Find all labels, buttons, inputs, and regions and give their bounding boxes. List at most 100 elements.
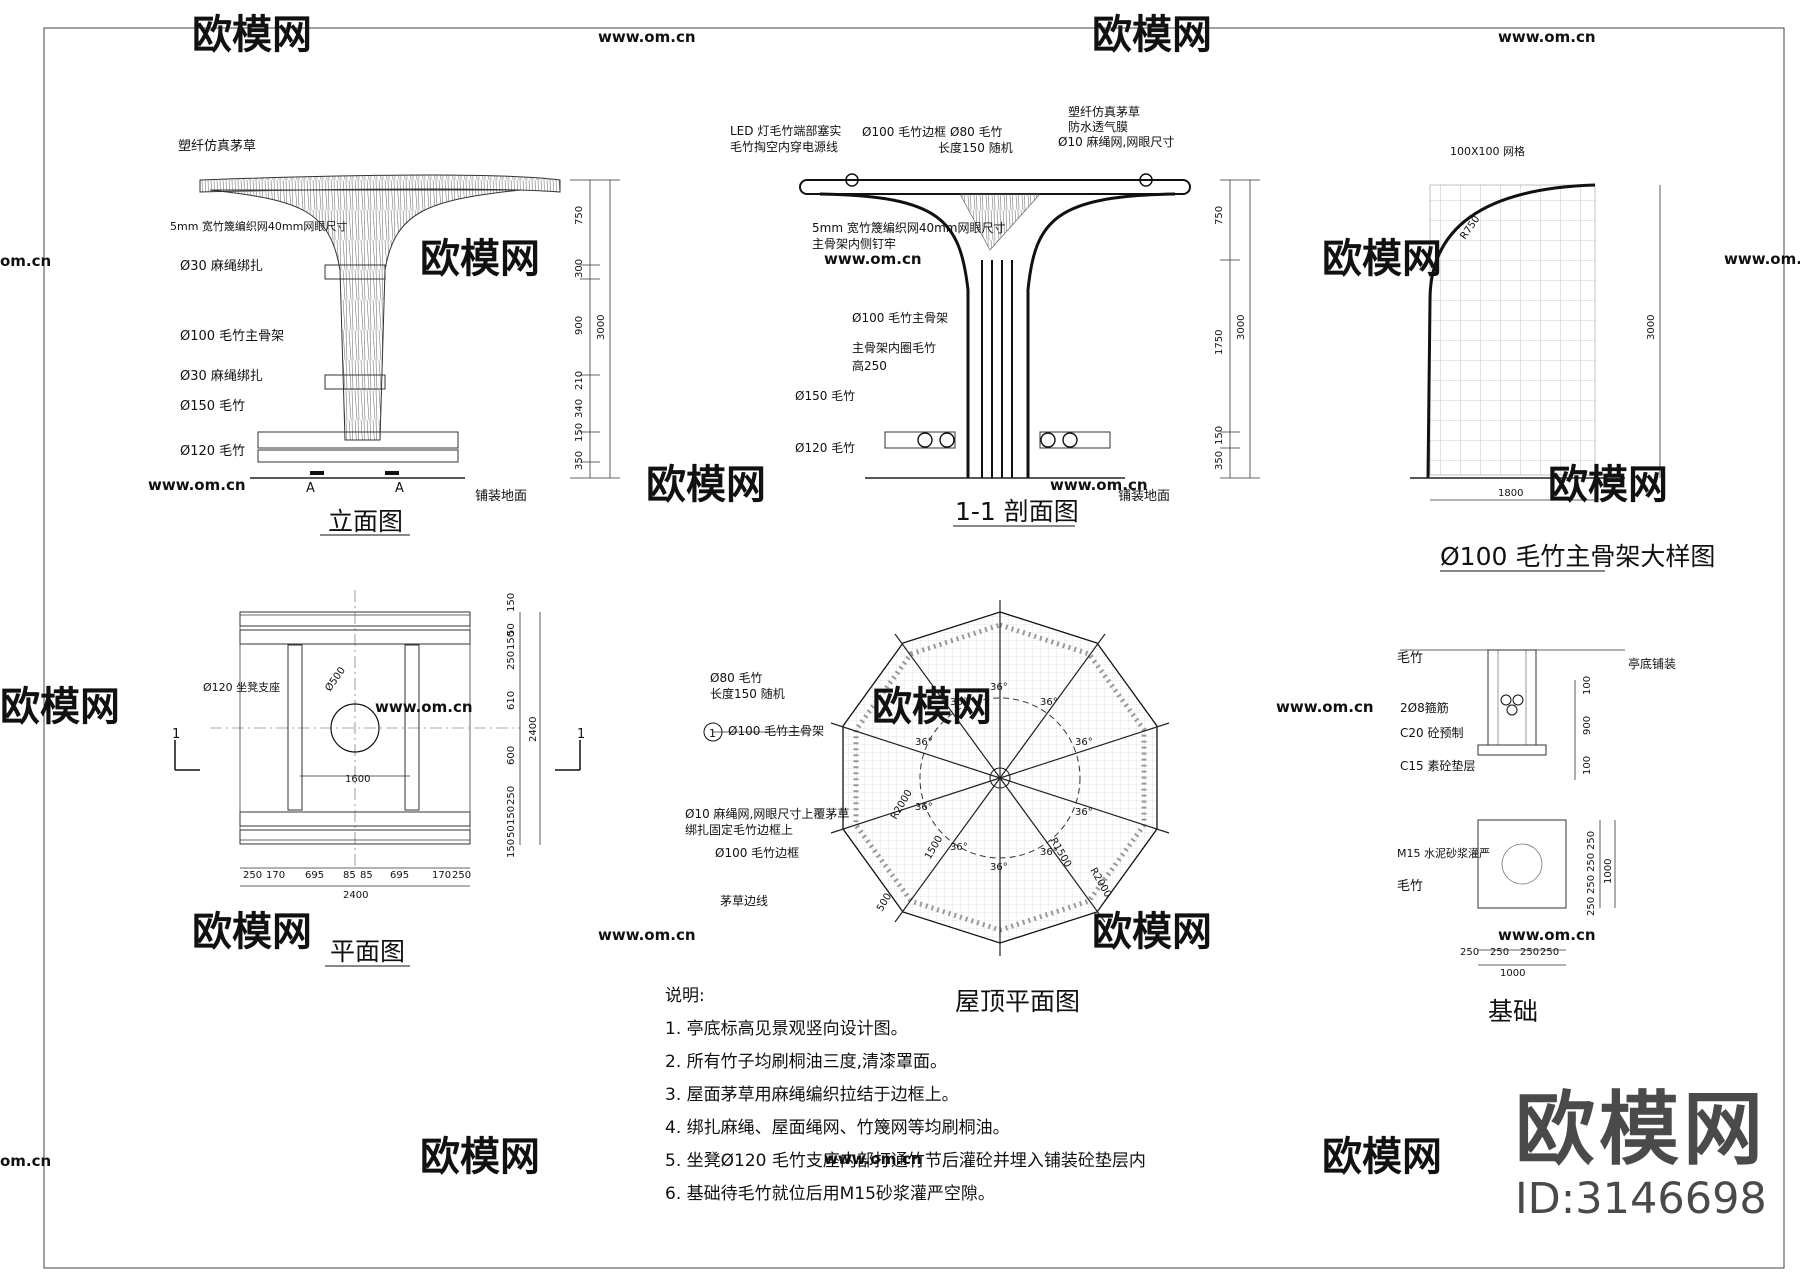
roof-angle-8: 36° (915, 802, 933, 813)
elevation-dim-300: 300 (574, 259, 585, 278)
plan-bottom-dim-6: 170 (432, 870, 451, 881)
roof-angle-5: 36° (1040, 847, 1058, 858)
watermark-partial-url-2: om.cn (0, 1152, 51, 1170)
elevation-dim-750: 750 (574, 206, 585, 225)
plan-side-dim-2: 150 (506, 631, 517, 650)
roof-label-random: 长度150 随机 (710, 686, 785, 701)
watermark-url-7: www.om.cn (375, 698, 473, 716)
foundation-label-bamboo-plan: 毛竹 (1397, 879, 1423, 894)
watermark-brand-5: 欧模网 (646, 462, 766, 508)
foundation-plan-dim-v-2: 250 (1586, 875, 1597, 894)
foundation-view: 毛竹 2Ø8箍筋 C20 砼预制 C15 素砼垫层 亭底铺装 100 900 1… (1397, 649, 1676, 1026)
plan-side-dim-1: 50 (506, 623, 517, 636)
watermark-url-6: www.om.cn (1050, 476, 1148, 494)
section-label-led: LED 灯毛竹端部塞实 (730, 123, 841, 138)
foundation-dim-100-top: 100 (1582, 676, 1593, 695)
foundation-label-mortar: M15 水泥砂浆灌严 (1397, 846, 1490, 860)
plan-bottom-dim-0: 250 (243, 870, 262, 881)
foundation-label-bamboo: 毛竹 (1397, 651, 1423, 666)
plan-bottom-dim-7: 250 (452, 870, 471, 881)
plan-title: 平面图 (330, 937, 405, 966)
roof-label-thatch-edge: 茅草边线 (720, 894, 768, 908)
elevation-mark-a-left: A (306, 481, 315, 496)
section-label-bamboo-80: Ø80 毛竹 (950, 125, 1003, 139)
roof-angle-9: 36° (915, 737, 933, 748)
watermark-url-10: www.om.cn (1498, 926, 1596, 944)
plan-bottom-dim-5: 695 (390, 870, 409, 881)
roof-section-mark: 1 (709, 727, 716, 740)
elevation-dim-350: 350 (574, 451, 585, 470)
model-id: ID:3146698 (1515, 1174, 1767, 1224)
plan-side-total: 2400 (528, 717, 539, 742)
elevation-label-thatch: 塑纤仿真茅草 (178, 139, 256, 154)
watermark-url-8: www.om.cn (1276, 698, 1374, 716)
note-item-2: 2. 所有竹子均刷桐油三度,清漆罩面。 (665, 1052, 948, 1072)
elevation-ground: 铺装地面 (475, 489, 527, 504)
plan-side-dim-4: 610 (506, 691, 517, 710)
foundation-plan-total-v: 1000 (1603, 859, 1614, 884)
roof-label-rope-net: Ø10 麻绳网,网眼尺寸上覆茅草 (685, 806, 849, 821)
section-dim-750: 750 (1214, 206, 1225, 225)
section-label-bamboo-150: Ø150 毛竹 (795, 389, 855, 403)
roof-plan-view: 1 Ø80 毛竹 长度150 随机 Ø100 毛竹主骨架 Ø10 麻绳网,网眼尺… (685, 600, 1170, 1016)
section-label-thatch: 塑纤仿真茅草 (1068, 104, 1140, 119)
watermark-brand-10: 欧模网 (1092, 909, 1212, 955)
elevation-label-bamboo-150: Ø150 毛竹 (180, 399, 245, 414)
watermark-url-3: www.om.cn (824, 250, 922, 268)
note-item-1: 1. 亭底标高见景观竖向设计图。 (665, 1019, 908, 1039)
section-label-random: 长度150 随机 (938, 140, 1013, 155)
section-label-nail: 主骨架内侧钉牢 (812, 236, 896, 251)
plan-section-mark-left: 1 (172, 727, 180, 742)
plan-side-dim-6: 250 (506, 786, 517, 805)
elevation-title: 立面图 (328, 507, 403, 536)
roof-angle-3: 36° (1075, 737, 1093, 748)
detail-grid-label: 100X100 网格 (1450, 144, 1525, 158)
plan-side-dim-7: 150 (506, 806, 517, 825)
section-label-height: 高250 (852, 358, 887, 373)
plan-side-dim-3: 250 (506, 651, 517, 670)
detail-title: Ø100 毛竹主骨架大样图 (1440, 542, 1715, 571)
watermark-url-11: www.om.cn (824, 1150, 922, 1168)
elevation-label-rope-bottom: Ø30 麻绳绑扎 (180, 369, 263, 384)
watermark-brand-1: 欧模网 (192, 12, 312, 58)
roof-label-edge-frame: Ø100 毛竹边框 (715, 846, 799, 860)
foundation-plan-dim-h-1: 250 (1490, 947, 1509, 958)
section-label-main-frame: Ø100 毛竹主骨架 (852, 311, 948, 325)
notes-heading: 说明: (665, 986, 705, 1006)
section-label-rope-net: Ø10 麻绳网,网眼尺寸 (1058, 134, 1174, 149)
elevation-dim-total: 3000 (596, 315, 607, 340)
section-label-bamboo-120: Ø120 毛竹 (795, 441, 855, 455)
brand-name: 欧模网 (1515, 1083, 1767, 1176)
watermark-brand-12: 欧模网 (1322, 1134, 1442, 1180)
elevation-label-rope-top: Ø30 麻绳绑扎 (180, 259, 263, 274)
foundation-dim-900: 900 (1582, 716, 1593, 735)
plan-bottom-dim-1: 170 (266, 870, 285, 881)
plan-bottom-total: 2400 (343, 890, 368, 901)
foundation-plan-dim-h-0: 250 (1460, 947, 1479, 958)
note-item-4: 4. 绑扎麻绳、屋面绳网、竹篾网等均刷桐油。 (665, 1118, 1010, 1138)
watermark-brand-4: 欧模网 (1322, 236, 1442, 282)
roof-angle-10: 36° (950, 697, 968, 708)
plan-bottom-dim-2: 695 (305, 870, 324, 881)
foundation-plan-dim-v-0: 250 (1586, 831, 1597, 850)
watermark-brand-6: 欧模网 (1548, 462, 1668, 508)
plan-bottom-dim-3: 85 (343, 870, 356, 881)
plan-inner-width: 1600 (345, 774, 370, 785)
plan-bottom-dim-4: 85 (360, 870, 373, 881)
elevation-dim-150: 150 (574, 423, 585, 442)
foundation-label-c20: C20 砼预制 (1400, 726, 1463, 740)
foundation-label-stirrup: 2Ø8箍筋 (1400, 700, 1449, 715)
plan-side-dim-9: 150 (506, 839, 517, 858)
watermark-brand-7: 欧模网 (0, 684, 120, 730)
watermark-url-5: www.om.cn (148, 476, 246, 494)
watermark-partial-url-1: om.cn (0, 252, 51, 270)
detail-height: 3000 (1646, 315, 1657, 340)
section-view: LED 灯毛竹端部塞实 毛竹掏空内穿电源线 Ø100 毛竹边框 Ø80 毛竹 长… (730, 104, 1260, 527)
watermark-url-9: www.om.cn (598, 926, 696, 944)
roof-label-bamboo-80: Ø80 毛竹 (710, 671, 763, 685)
plan-section-mark-right: 1 (577, 727, 585, 742)
elevation-dim-340: 340 (574, 399, 585, 418)
foundation-dim-100-bottom: 100 (1582, 756, 1593, 775)
section-label-edge-frame: Ø100 毛竹边框 (862, 125, 946, 139)
section-ground: 铺装地面 (1118, 489, 1170, 504)
